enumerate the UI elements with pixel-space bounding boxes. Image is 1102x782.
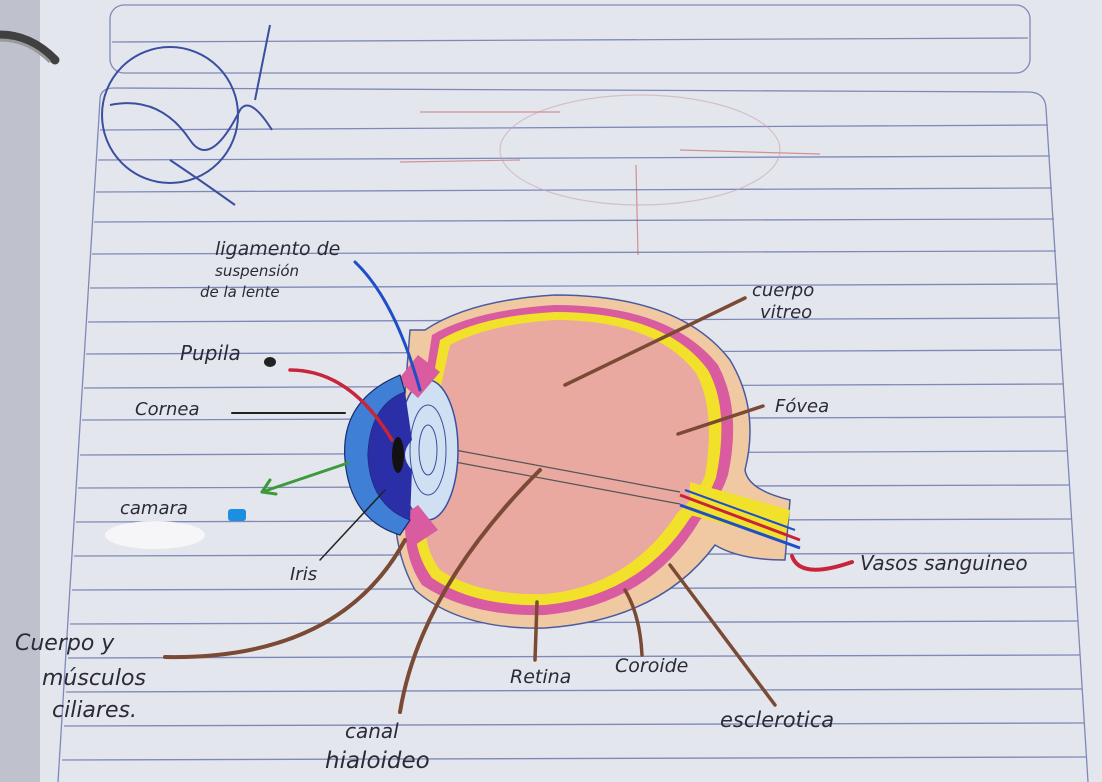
label-vasos: Vasos sanguineo bbox=[860, 551, 1028, 575]
label-iris: Iris bbox=[290, 564, 317, 585]
leader-retina bbox=[535, 602, 537, 660]
paper-shadow-left bbox=[0, 0, 40, 782]
pupila-marker-dot bbox=[264, 357, 276, 367]
label-vitreo-1: cuerpo bbox=[752, 280, 814, 301]
label-fovea: Fóvea bbox=[775, 396, 829, 417]
label-ligamento-3: de la lente bbox=[200, 283, 280, 301]
label-vitreo-2: vitreo bbox=[760, 302, 812, 323]
label-coroide: Coroide bbox=[615, 655, 688, 677]
label-camara: camara bbox=[120, 498, 188, 519]
label-cuerpo-ciliar-2: músculos bbox=[42, 666, 146, 691]
label-esclerotica: esclerotica bbox=[720, 708, 834, 732]
label-retina: Retina bbox=[510, 666, 571, 688]
pupil bbox=[392, 437, 404, 473]
label-ligamento-1: ligamento de bbox=[215, 238, 340, 260]
label-pupila: Pupila bbox=[180, 341, 241, 365]
label-canal-2: hialoideo bbox=[325, 748, 430, 774]
label-canal-1: canal bbox=[345, 719, 399, 743]
camara-marker-swatch bbox=[228, 509, 246, 521]
redacted-smudge bbox=[105, 521, 205, 549]
label-cuerpo-ciliar-3: ciliares. bbox=[52, 698, 137, 723]
label-ligamento-2: suspensión bbox=[215, 262, 299, 280]
label-cornea: Cornea bbox=[135, 399, 200, 420]
label-cuerpo-ciliar-1: Cuerpo y bbox=[15, 631, 115, 656]
